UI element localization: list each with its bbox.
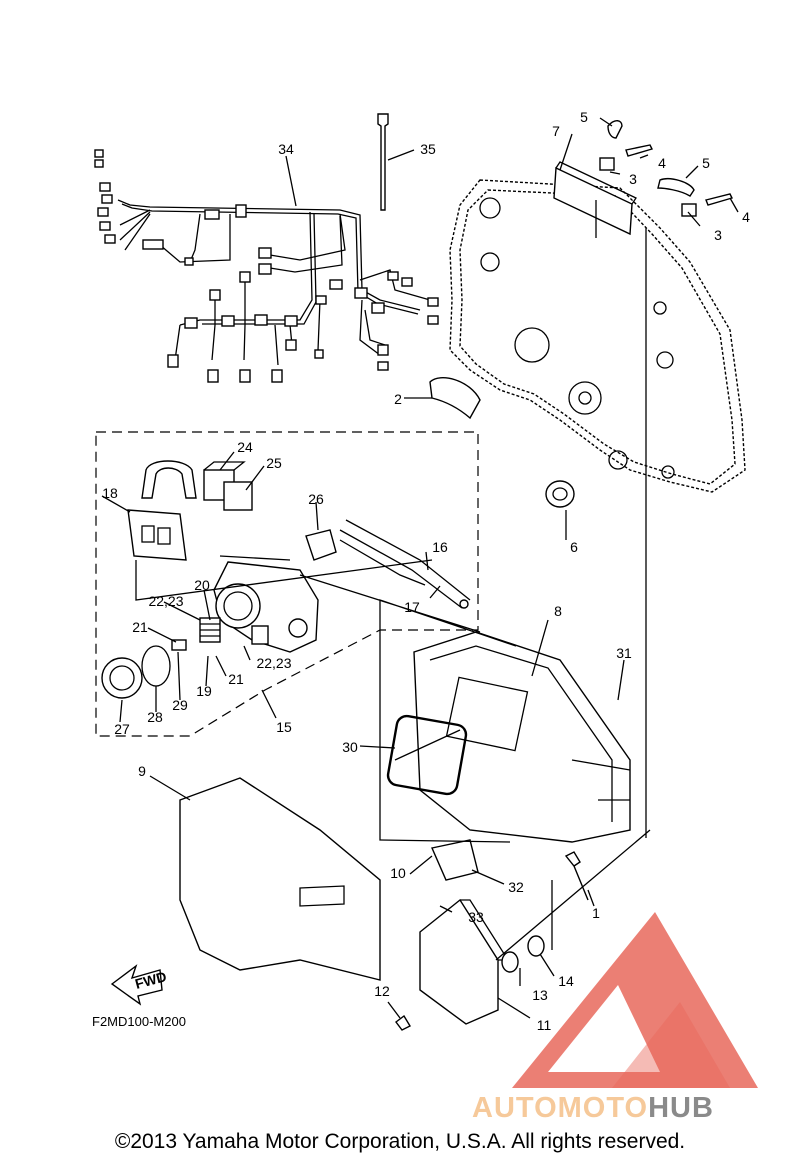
callout-label: 1 <box>592 905 600 921</box>
callout-label: 10 <box>390 865 406 881</box>
copyright-notice: ©2013 Yamaha Motor Corporation, U.S.A. A… <box>114 1130 686 1153</box>
watermark-word-dark: HUB <box>648 1092 714 1124</box>
fwd-arrow: FWD <box>110 964 168 1006</box>
callout-label: 11 <box>537 1017 552 1033</box>
watermark-word: AUTOMOTOHUB <box>472 1092 714 1124</box>
cable-part <box>339 519 471 609</box>
callout-label: 6 <box>570 539 578 555</box>
callout-label: 31 <box>616 645 632 661</box>
callout-label: 17 <box>404 599 420 615</box>
watermark-word-light: AUTOMOTO <box>472 1092 648 1124</box>
callout-label: 34 <box>278 141 294 157</box>
cable-tie-part <box>377 113 389 211</box>
callout-label: 15 <box>276 719 292 735</box>
callouts: 1 2 3 3 4 4 5 5 6 7 8 9 10 11 12 13 14 1… <box>102 109 750 1033</box>
ecu-part <box>419 898 510 1025</box>
collar-part <box>501 935 545 973</box>
cover-part <box>179 777 381 981</box>
callout-label: 22,23 <box>256 655 291 671</box>
bolt-part <box>395 851 589 1031</box>
callout-label: 5 <box>702 155 710 171</box>
mounting-plate-part <box>449 179 746 493</box>
subassembly-outline <box>95 431 479 737</box>
callout-label: 13 <box>532 987 548 1003</box>
callout-label: 26 <box>308 491 324 507</box>
sensor-part <box>305 529 337 561</box>
callout-label: 9 <box>138 763 146 779</box>
ecu-case-part <box>413 631 631 843</box>
callout-label: 30 <box>342 739 358 755</box>
callout-label: 12 <box>374 983 390 999</box>
bracket-part <box>141 460 197 499</box>
callout-label: 28 <box>147 709 163 725</box>
callout-label: 8 <box>554 603 562 619</box>
callout-label: 4 <box>658 155 666 171</box>
relay-part <box>203 461 253 511</box>
callout-label: 22,23 <box>148 593 183 609</box>
callout-label: 19 <box>196 683 212 699</box>
leader-lines <box>101 117 739 1019</box>
callout-label: 14 <box>558 973 574 989</box>
callout-label: 18 <box>102 485 118 501</box>
grommet-part <box>429 377 575 508</box>
callout-label: 33 <box>468 909 484 925</box>
callout-label: 16 <box>432 539 448 555</box>
callout-label: 20 <box>194 577 210 593</box>
connector-part <box>171 639 187 651</box>
reference-lines <box>135 200 651 961</box>
cover-plate-part <box>553 161 637 236</box>
fwd-label: FWD <box>133 968 168 992</box>
callout-label: 7 <box>552 123 560 139</box>
callout-label: 4 <box>742 209 750 225</box>
holder-part <box>599 157 697 217</box>
callout-label: 27 <box>114 721 130 737</box>
callout-label: 24 <box>237 439 253 455</box>
throttle-body-part <box>213 561 319 653</box>
speed-sensor-part <box>431 839 479 881</box>
screw-part <box>199 617 221 643</box>
callout-label: 5 <box>580 109 588 125</box>
callout-label: 21 <box>132 619 148 635</box>
sensor-knob-part <box>101 657 143 699</box>
gasket-part <box>386 714 468 796</box>
callout-label: 3 <box>629 171 637 187</box>
callout-label: 29 <box>172 697 188 713</box>
watermark-logo: AUTOMOTOHUB <box>472 912 758 1124</box>
callout-label: 3 <box>714 227 722 243</box>
switch-panel-part <box>127 509 187 561</box>
callout-label: 35 <box>420 141 436 157</box>
callout-label: 2 <box>394 391 402 407</box>
callout-label: 21 <box>228 671 244 687</box>
o-ring-part <box>141 645 171 687</box>
callout-label: 32 <box>508 879 524 895</box>
callout-label: 25 <box>266 455 282 471</box>
rivet-part <box>625 144 734 206</box>
wire-harness-part <box>94 149 439 383</box>
drawing-code: F2MD100-M200 <box>92 1014 186 1029</box>
clamp-part <box>607 120 695 197</box>
